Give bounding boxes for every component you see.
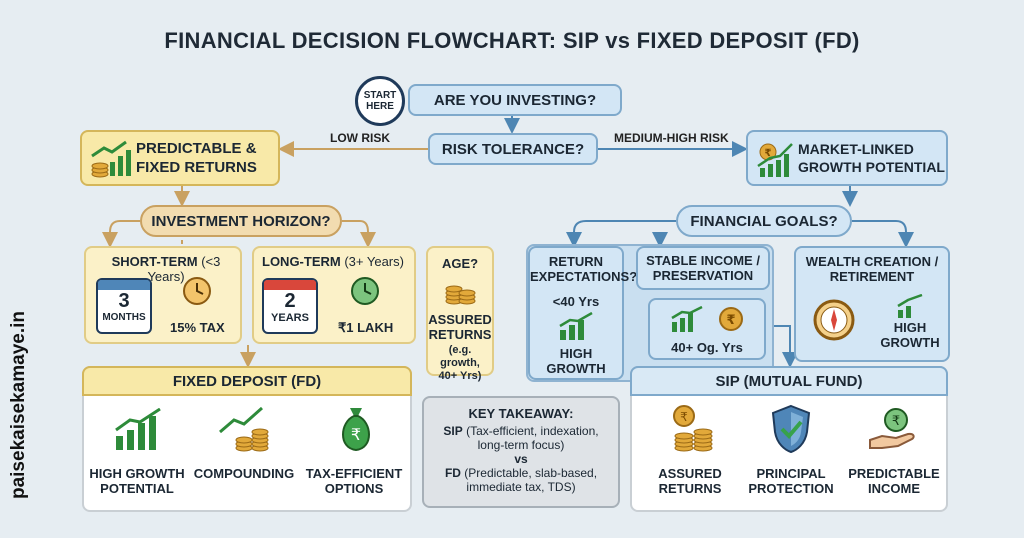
risk-tolerance-node: RISK TOLERANCE? xyxy=(428,133,598,165)
growth-arrow-icon xyxy=(897,294,923,318)
fd-item-2: COMPOUNDING xyxy=(193,466,295,481)
rupee-growth-icon: ₹ xyxy=(757,143,793,177)
stable-income-card: STABLE INCOME / PRESERVATION xyxy=(636,246,770,290)
here-label: HERE xyxy=(366,101,394,112)
start-label: START xyxy=(363,90,397,101)
calendar-icon: 3 MONTHS xyxy=(96,278,152,334)
page-title: FINANCIAL DECISION FLOWCHART: SIP vs FIX… xyxy=(164,28,860,53)
short-tax-label: 15% TAX xyxy=(170,320,225,335)
clock-icon xyxy=(351,277,379,305)
start-badge: START HERE xyxy=(355,76,405,126)
fd-header: FIXED DEPOSIT (FD) xyxy=(82,366,412,396)
svg-text:₹: ₹ xyxy=(726,313,735,328)
sip-item-3: PREDICTABLE INCOME xyxy=(848,466,940,496)
coins-icon xyxy=(445,285,476,305)
clock-icon xyxy=(183,277,211,305)
svg-text:₹: ₹ xyxy=(680,410,688,424)
short-term-card: SHORT-TERM (<3 Years) 3 MONTHS 15% TAX xyxy=(84,246,242,344)
growth-chart-icon xyxy=(559,312,593,340)
long-amount-label: ₹1 LAKH xyxy=(338,320,394,335)
svg-text:₹: ₹ xyxy=(892,414,900,429)
sip-header: SIP (MUTUAL FUND) xyxy=(630,366,948,396)
predictable-returns-node: PREDICTABLE & FIXED RETURNS xyxy=(80,130,280,186)
age-card: AGE? ASSURED RETURNS (e.g. growth, 40+ Y… xyxy=(426,246,494,382)
rupee-coin-icon: ₹ xyxy=(719,307,743,331)
wealth-creation-card: WEALTH CREATION / RETIREMENT HIGH GROWTH xyxy=(794,246,950,362)
svg-text:₹: ₹ xyxy=(765,148,772,159)
compass-icon xyxy=(813,299,855,341)
svg-text:₹: ₹ xyxy=(351,425,361,444)
sip-item-2: PRINCIPAL PROTECTION xyxy=(748,466,834,496)
long-term-card: LONG-TERM (3+ Years) 2 YEARS ₹1 LAKH xyxy=(252,246,416,344)
financial-goals-node: FINANCIAL GOALS? xyxy=(676,205,852,237)
watermark: paisekaisekamaye.in xyxy=(8,310,29,500)
compounding-coins-icon xyxy=(219,406,269,452)
low-risk-label: LOW RISK xyxy=(330,131,390,145)
fd-item-1: HIGH GROWTH POTENTIAL xyxy=(89,466,185,496)
market-linked-node: ₹ MARKET-LINKED GROWTH POTENTIAL xyxy=(746,130,948,186)
key-takeaway-box: KEY TAKEAWAY: SIP (Tax-efficient, indexa… xyxy=(422,396,620,508)
are-you-investing-node: ARE YOU INVESTING? xyxy=(408,84,622,116)
stable-age-card: ₹ 40+ Og. Yrs xyxy=(648,298,766,360)
money-bag-icon: ₹ xyxy=(342,408,370,452)
return-expectations-card: RETURN EXPECTATIONS? <40 Yrs HIGH GROWTH xyxy=(528,246,637,380)
hand-rupee-icon: ₹ xyxy=(869,408,915,449)
coins-growth-icon xyxy=(91,140,131,178)
growth-chart-icon xyxy=(671,306,703,332)
rupee-coins-icon: ₹ xyxy=(673,405,713,452)
sip-item-1: ASSURED RETURNS xyxy=(658,466,722,496)
medium-high-risk-label: MEDIUM-HIGH RISK xyxy=(614,131,729,145)
investment-horizon-node: INVESTMENT HORIZON? xyxy=(140,205,342,237)
calendar-icon: 2 YEARS xyxy=(262,278,318,334)
shield-check-icon xyxy=(771,404,811,454)
growth-chart-icon xyxy=(115,408,161,450)
fd-item-3: TAX-EFFICIENT OPTIONS xyxy=(305,466,403,496)
